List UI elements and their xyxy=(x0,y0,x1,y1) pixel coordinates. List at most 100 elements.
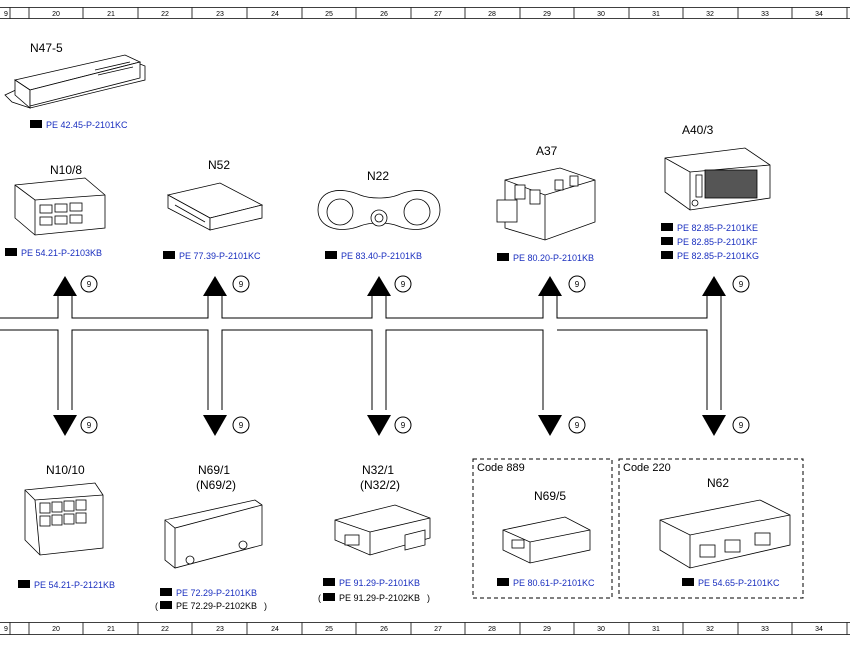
reference-icon xyxy=(160,601,172,609)
svg-text:9: 9 xyxy=(401,421,406,430)
top-ruler-number: 27 xyxy=(434,11,442,18)
svg-text:PE 91.29-P-2102KB: PE 91.29-P-2102KB xyxy=(339,593,420,603)
reference-icon xyxy=(30,120,42,128)
component-label: N10/8 xyxy=(50,163,82,177)
module-illustration xyxy=(164,499,263,569)
component-n47-5: N47-5 PE 42.45-P-2101KC xyxy=(4,41,146,130)
component-a37: A37 PE 80.20-P-2101KB xyxy=(496,144,596,263)
reference-icon xyxy=(497,578,509,586)
ref-n52: PE 77.39-P-2101KC xyxy=(163,251,261,261)
svg-text:9: 9 xyxy=(87,280,92,289)
bus-badge: 9 xyxy=(732,275,750,293)
top-ruler-number: 26 xyxy=(380,11,388,18)
svg-text:9: 9 xyxy=(239,421,244,430)
panel-illustration xyxy=(317,190,441,230)
top-ruler-number: 34 xyxy=(815,11,823,18)
component-label: N62 xyxy=(707,476,729,490)
component-n22: N22 PE 83.40-P-2101KB xyxy=(317,169,441,261)
reference-icon xyxy=(163,251,175,259)
component-n69-5: N69/5 PE 80.61-P-2101KC xyxy=(497,489,595,588)
reference-icon xyxy=(325,251,337,259)
svg-text:PE 54.21-P-2103KB: PE 54.21-P-2103KB xyxy=(21,248,102,258)
ref-a40-3-3: PE 82.85-P-2101KG xyxy=(661,251,759,261)
bottom-ruler-number: 21 xyxy=(107,626,115,633)
svg-text:PE 82.85-P-2101KF: PE 82.85-P-2101KF xyxy=(677,237,758,247)
reference-icon xyxy=(497,253,509,261)
svg-text:PE 83.40-P-2101KB: PE 83.40-P-2101KB xyxy=(341,251,422,261)
svg-text:PE 80.61-P-2101KC: PE 80.61-P-2101KC xyxy=(513,578,595,588)
component-label: A40/3 xyxy=(682,123,714,137)
component-label: N47-5 xyxy=(30,41,63,55)
svg-text:9: 9 xyxy=(575,421,580,430)
reference-icon xyxy=(661,237,673,245)
ref-a40-3-1: PE 82.85-P-2101KE xyxy=(661,223,758,233)
ref-n32-1-alt: ( PE 91.29-P-2102KB ) xyxy=(318,593,430,603)
svg-text:): ) xyxy=(264,601,267,611)
bottom-ruler-number: 31 xyxy=(652,626,660,633)
svg-text:PE 72.29-P-2102KB: PE 72.29-P-2102KB xyxy=(176,601,257,611)
ref-n32-1: PE 91.29-P-2101KB xyxy=(323,578,420,588)
reference-icon xyxy=(160,588,172,596)
svg-text:PE 42.45-P-2101KC: PE 42.45-P-2101KC xyxy=(46,120,128,130)
svg-text:9: 9 xyxy=(87,421,92,430)
code-box-220: Code 220 xyxy=(618,458,804,599)
top-ruler-number: 30 xyxy=(597,11,605,18)
can-bus xyxy=(0,296,722,410)
module-illustration xyxy=(24,482,104,556)
bottom-ruler-number: 33 xyxy=(761,626,769,633)
top-ruler-number: 31 xyxy=(652,11,660,18)
reference-icon xyxy=(682,578,694,586)
bottom-ruler-number: 27 xyxy=(434,626,442,633)
reference-icon xyxy=(661,223,673,231)
bus-badge: 9 xyxy=(568,275,586,293)
ref-n69-5: PE 80.61-P-2101KC xyxy=(497,578,595,588)
component-n52: N52 PE 77.39-P-2101KC xyxy=(163,158,264,261)
svg-text:9: 9 xyxy=(401,280,406,289)
top-ruler-number: 28 xyxy=(488,11,496,18)
svg-text:Code 889: Code 889 xyxy=(477,462,525,474)
bottom-ruler-number: 34 xyxy=(815,626,823,633)
component-label: N22 xyxy=(367,169,389,183)
arrows-bottom xyxy=(53,415,726,436)
reference-icon xyxy=(323,578,335,586)
bus-badge: 9 xyxy=(80,275,98,293)
module-illustration xyxy=(166,182,264,231)
module-illustration xyxy=(4,54,146,109)
bus-badges: 9 9 9 9 9 9 9 9 9 9 xyxy=(80,275,750,434)
bus-badge: 9 xyxy=(394,275,412,293)
bus-badge: 9 xyxy=(80,416,98,434)
ref-a40-3-2: PE 82.85-P-2101KF xyxy=(661,237,758,247)
component-n10-8: N10/8 PE 54.21-P-2103KB xyxy=(5,163,106,258)
svg-text:PE 91.29-P-2101KB: PE 91.29-P-2101KB xyxy=(339,578,420,588)
svg-text:(: ( xyxy=(155,601,158,611)
svg-text:PE 72.29-P-2101KB: PE 72.29-P-2101KB xyxy=(176,588,257,598)
component-n10-10: N10/10 PE 54.21-P-2121KB xyxy=(18,463,115,590)
svg-text:): ) xyxy=(427,593,430,603)
bottom-ruler-number: 23 xyxy=(216,626,224,633)
top-ruler-number: 21 xyxy=(107,11,115,18)
svg-text:PE 80.20-P-2101KB: PE 80.20-P-2101KB xyxy=(513,253,594,263)
module-illustration xyxy=(496,167,596,241)
component-a40-3: A40/3 PE 82.85-P-2101KE PE 82.85-P-2101K… xyxy=(661,123,771,261)
ref-n10-8: PE 54.21-P-2103KB xyxy=(5,248,102,258)
svg-text:PE 82.85-P-2101KE: PE 82.85-P-2101KE xyxy=(677,223,758,233)
top-ruler-number: 22 xyxy=(161,11,169,18)
module-illustration xyxy=(659,499,791,569)
svg-text:9: 9 xyxy=(739,421,744,430)
ref-n62: PE 54.65-P-2101KC xyxy=(682,578,780,588)
component-label: A37 xyxy=(536,144,558,158)
module-illustration xyxy=(14,177,106,236)
bottom-ruler-number: 22 xyxy=(161,626,169,633)
svg-text:PE 82.85-P-2101KG: PE 82.85-P-2101KG xyxy=(677,251,759,261)
display-illustration xyxy=(664,147,771,211)
bus-badge: 9 xyxy=(232,416,250,434)
component-label: N69/1 xyxy=(198,463,230,477)
reference-icon xyxy=(323,593,335,601)
module-illustration xyxy=(334,504,431,556)
svg-text:PE 77.39-P-2101KC: PE 77.39-P-2101KC xyxy=(179,251,261,261)
bus-badge: 9 xyxy=(394,416,412,434)
